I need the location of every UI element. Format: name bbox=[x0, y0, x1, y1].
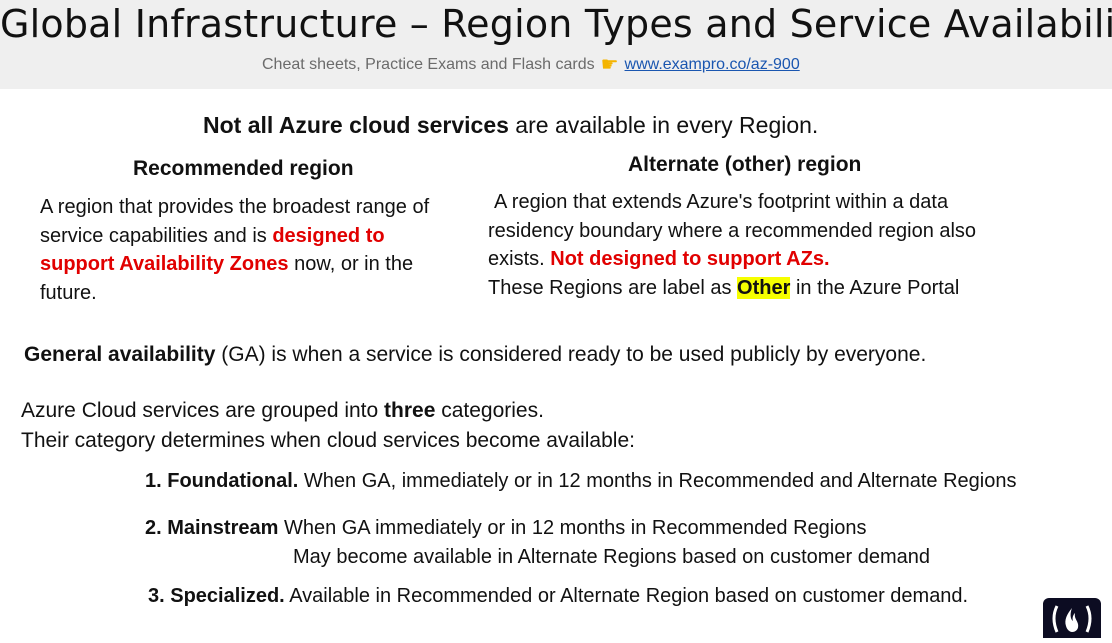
recommended-line: service capabilities and is designed to bbox=[40, 224, 385, 247]
intro-rest: are available in every Region. bbox=[508, 112, 819, 138]
recommended-line: future. bbox=[40, 281, 97, 304]
other-highlight: Other bbox=[737, 276, 791, 299]
recommended-heading: Recommended region bbox=[133, 157, 354, 180]
alternate-text: A region that extends Azure's footprint … bbox=[488, 188, 976, 302]
categories-intro: Azure Cloud services are grouped into th… bbox=[21, 396, 635, 456]
header-bar: Global Infrastructure – Region Types and… bbox=[0, 0, 1112, 89]
alternate-line: exists. Not designed to support AZs. bbox=[488, 248, 830, 270]
exampro-link[interactable]: www.exampro.co/az-900 bbox=[624, 56, 800, 73]
alternate-line: These Regions are label as Other in the … bbox=[488, 276, 960, 299]
page-title: Global Infrastructure – Region Types and… bbox=[0, 2, 1112, 46]
category-specialized: 3. Specialized. Available in Recommended… bbox=[148, 585, 969, 607]
category-foundational: 1. Foundational. When GA, immediately or… bbox=[145, 470, 1017, 492]
subtitle-text: Cheat sheets, Practice Exams and Flash c… bbox=[262, 56, 595, 73]
intro-line: Not all Azure cloud services are availab… bbox=[203, 112, 818, 139]
recommended-line: support Availability Zones now, or in th… bbox=[40, 253, 414, 275]
recommended-line: A region that provides the broadest rang… bbox=[40, 196, 430, 218]
categories-line: Their category determines when cloud ser… bbox=[21, 429, 635, 452]
intro-bold: Not all Azure cloud services bbox=[203, 112, 509, 138]
category-mainstream: 2. Mainstream When GA immediately or in … bbox=[145, 517, 931, 568]
alternate-line: A region that extends Azure's footprint … bbox=[494, 191, 949, 213]
recommended-text: A region that provides the broadest rang… bbox=[40, 193, 429, 307]
pointing-hand-icon: ☛ bbox=[600, 54, 619, 76]
ga-definition: General availability (GA) is when a serv… bbox=[24, 343, 927, 366]
subtitle: Cheat sheets, Practice Exams and Flash c… bbox=[262, 54, 800, 76]
categories-line: Azure Cloud services are grouped into th… bbox=[21, 399, 544, 422]
alternate-line: residency boundary where a recommended r… bbox=[488, 219, 977, 242]
alternate-heading: Alternate (other) region bbox=[628, 153, 862, 176]
freecodecamp-flame-icon bbox=[1043, 598, 1101, 638]
